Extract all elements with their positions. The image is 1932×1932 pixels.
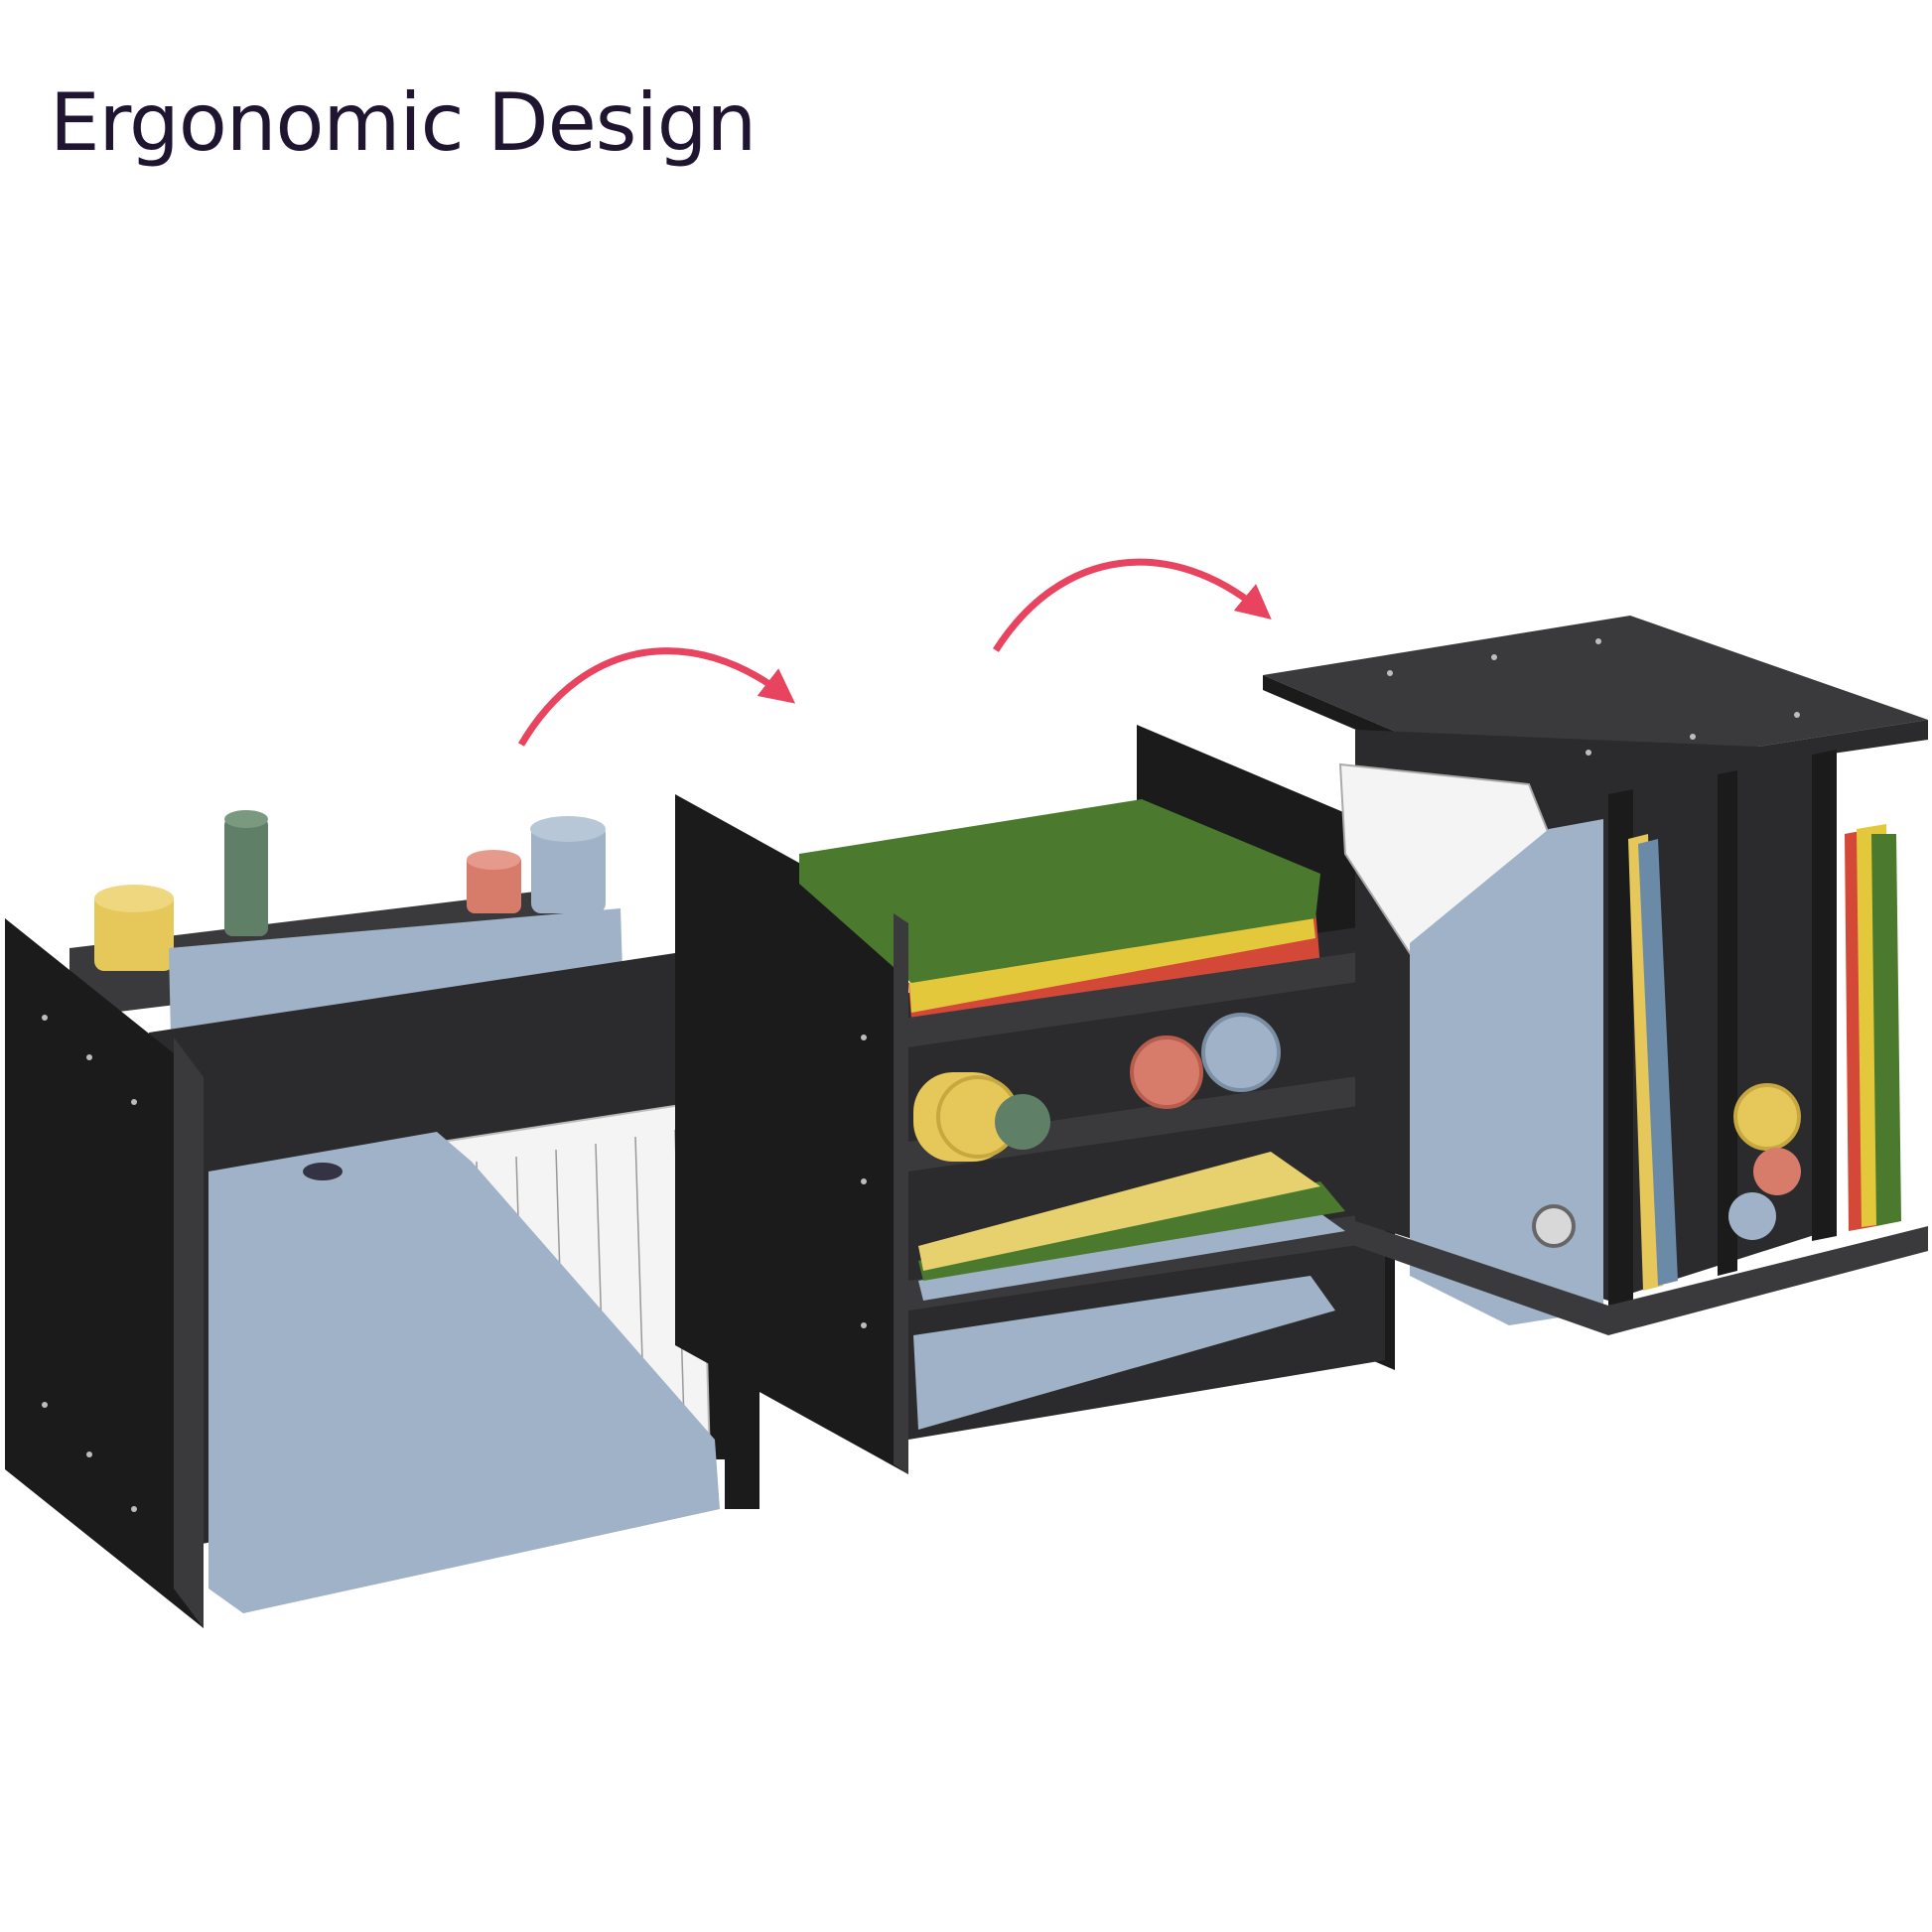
curved-arrow-icon [517, 647, 796, 747]
curved-arrow-icon [993, 558, 1272, 652]
desk-organizer-unit-3 [1263, 616, 1928, 1335]
headline: Ergonomic Design [50, 76, 757, 169]
desk-organizer-unit-2 [675, 725, 1395, 1474]
desk-organizer-unit-1 [5, 810, 759, 1628]
